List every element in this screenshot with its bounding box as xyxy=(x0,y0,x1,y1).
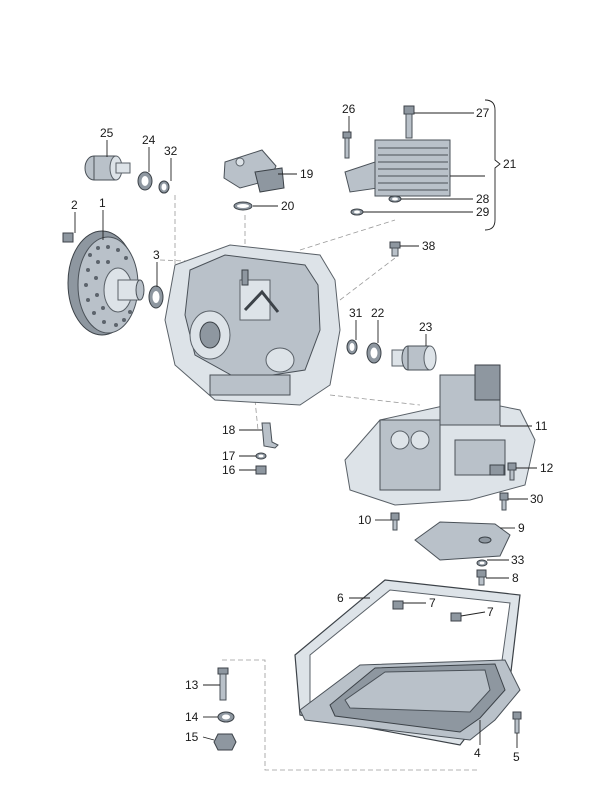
torque-converter xyxy=(67,230,145,336)
label-part-25: 25 xyxy=(100,126,114,140)
bolt-part-27 xyxy=(403,105,415,139)
label-part-1: 1 xyxy=(99,196,106,210)
label-part-22: 22 xyxy=(371,306,385,320)
label-part-3: 3 xyxy=(153,248,160,262)
label-part-12: 12 xyxy=(540,461,554,475)
seal-part-14 xyxy=(217,711,235,723)
label-part-7b: 7 xyxy=(487,605,494,619)
label-part-2: 2 xyxy=(71,198,78,212)
drain-plug-part-15 xyxy=(213,733,237,751)
flange-shaft-part-23 xyxy=(391,345,437,371)
label-part-6: 6 xyxy=(337,591,344,605)
bolt-part-5 xyxy=(512,711,522,734)
overflow-tube-part-13 xyxy=(217,667,229,701)
label-part-30: 30 xyxy=(530,492,544,506)
plug-part-16 xyxy=(255,465,267,475)
oil-cooler-part-21 xyxy=(344,139,451,197)
label-part-7a: 7 xyxy=(429,596,436,610)
label-part-8: 8 xyxy=(512,571,519,585)
seal-part-28 xyxy=(388,195,402,203)
label-part-33: 33 xyxy=(511,553,525,567)
range-sensor-part-19 xyxy=(223,149,285,193)
label-part-26: 26 xyxy=(342,102,356,116)
plug-part-38 xyxy=(389,241,401,257)
bracket-part-18 xyxy=(261,422,279,449)
o-ring-part-31 xyxy=(346,339,358,355)
label-part-32: 32 xyxy=(164,144,178,158)
leader-lines xyxy=(74,112,537,748)
label-part-10: 10 xyxy=(358,513,372,527)
bolt-part-10 xyxy=(390,512,400,531)
o-ring-part-33 xyxy=(476,559,488,567)
seal-part-22 xyxy=(366,342,382,364)
label-part-19: 19 xyxy=(300,167,314,181)
label-part-38: 38 xyxy=(422,239,436,253)
label-part-24: 24 xyxy=(142,133,156,147)
label-part-21: 21 xyxy=(503,157,517,171)
bolt-part-26 xyxy=(342,131,352,159)
label-part-13: 13 xyxy=(185,678,199,692)
label-part-17: 17 xyxy=(222,449,236,463)
part-labels: 1 2 3 4 5 6 7 7 8 9 10 11 12 13 14 15 16… xyxy=(71,102,554,764)
filter-part-9 xyxy=(414,521,511,561)
label-part-29: 29 xyxy=(476,205,490,219)
mechatronic-unit-part-11 xyxy=(344,364,536,506)
magnet-part-7a xyxy=(392,600,404,610)
label-part-23: 23 xyxy=(419,320,433,334)
transmission-housing xyxy=(164,244,341,406)
seal-part-3 xyxy=(148,285,164,309)
bracket-part-21 xyxy=(484,99,501,231)
bolt-part-8 xyxy=(476,569,487,586)
bolt-part-30 xyxy=(499,492,509,511)
label-part-5: 5 xyxy=(513,750,520,764)
label-part-31: 31 xyxy=(349,306,363,320)
seal-part-24 xyxy=(137,171,153,191)
magnet-part-7b xyxy=(450,612,462,622)
label-part-20: 20 xyxy=(281,199,295,213)
bolt-part-12 xyxy=(507,462,517,481)
label-part-16: 16 xyxy=(222,463,236,477)
label-part-14: 14 xyxy=(185,710,199,724)
label-part-27: 27 xyxy=(476,106,490,120)
label-part-9: 9 xyxy=(518,521,525,535)
label-part-28: 28 xyxy=(476,192,490,206)
bolt-part-2 xyxy=(62,232,74,243)
o-ring-part-20 xyxy=(233,201,253,211)
label-part-11: 11 xyxy=(535,419,548,433)
flange-shaft-part-25 xyxy=(84,155,131,181)
seal-part-29 xyxy=(350,208,364,216)
label-part-4: 4 xyxy=(474,746,481,760)
o-ring-part-17 xyxy=(255,452,267,460)
label-part-15: 15 xyxy=(185,730,199,744)
o-ring-part-32 xyxy=(158,180,170,194)
oil-pan-part-4 xyxy=(299,659,521,741)
label-part-18: 18 xyxy=(222,423,236,437)
